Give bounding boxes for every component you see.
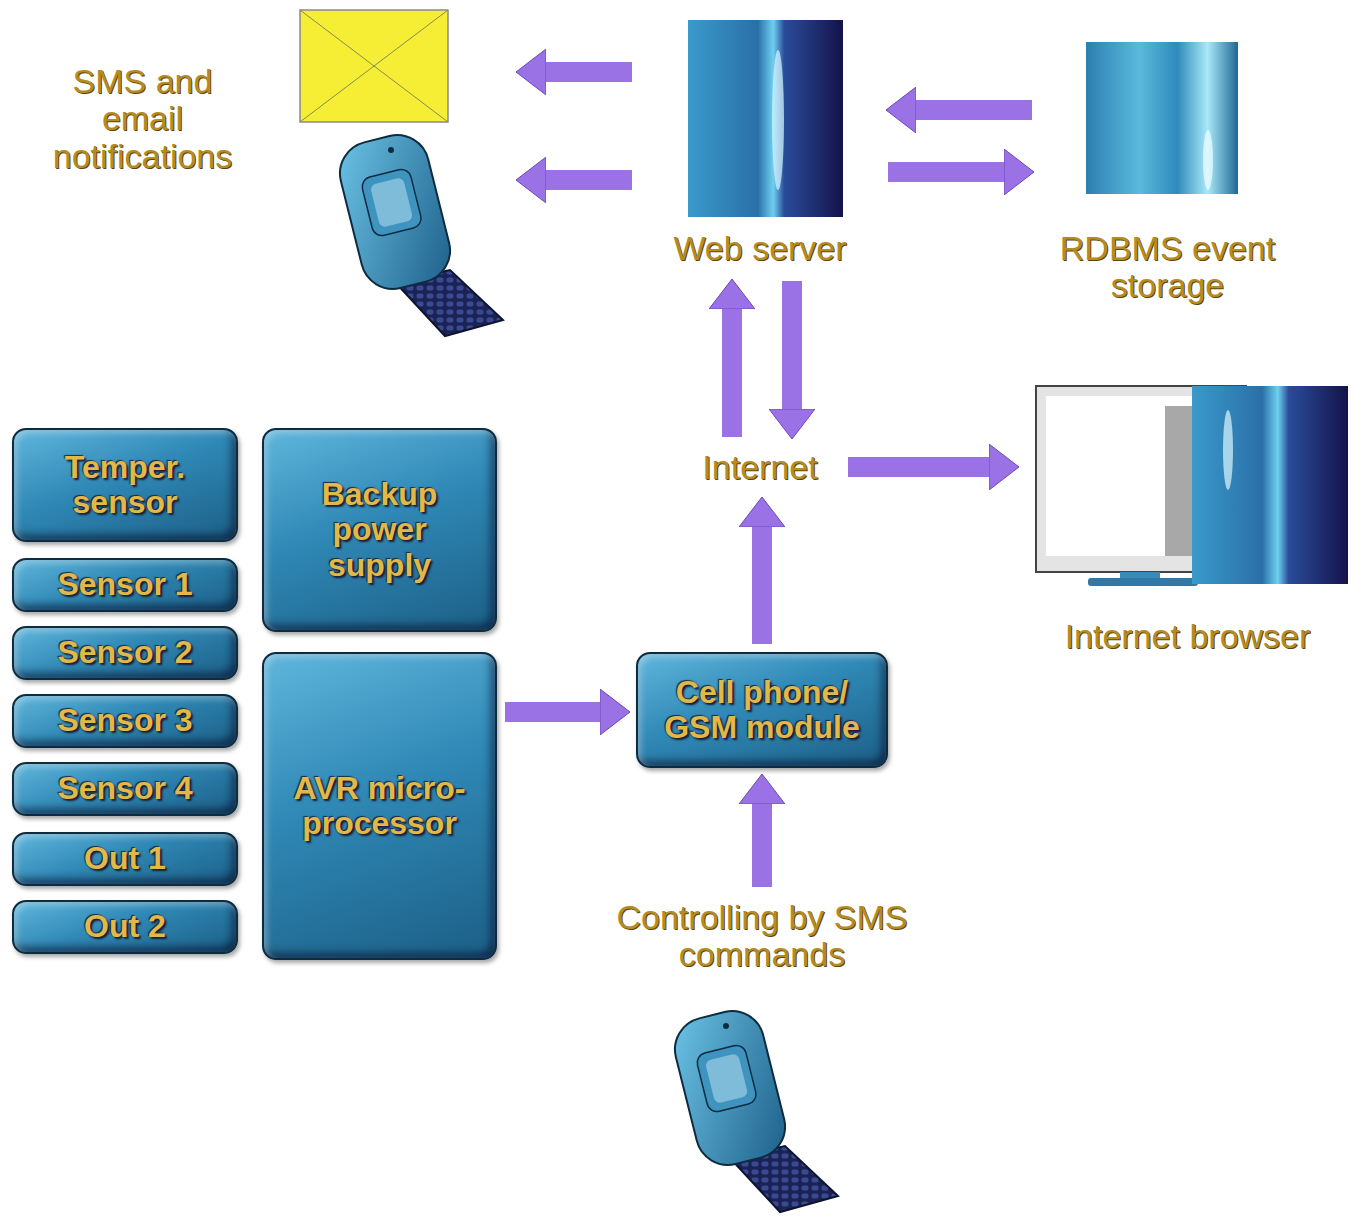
- node-caption: Controlling by SMS commands: [607, 899, 917, 974]
- box-label: Out 2: [84, 909, 166, 944]
- flow-arrow: [888, 162, 1004, 182]
- envelope-icon: [300, 10, 448, 122]
- node-caption: RDBMS event storage: [1040, 230, 1295, 305]
- node-caption: Internet: [680, 449, 840, 486]
- sensor-box: Sensor 2: [12, 626, 238, 680]
- power-box: Backup power supply: [262, 428, 497, 632]
- gsm-box: Cell phone/ GSM module: [636, 652, 888, 768]
- sensor-box: Sensor 4: [12, 762, 238, 816]
- sms-control-node: Controlling by SMS commands: [580, 895, 945, 1215]
- box-label: Cell phone/ GSM module: [662, 675, 862, 745]
- sensor-box: Temper. sensor: [12, 428, 238, 542]
- processor-box: AVR micro-processor: [262, 652, 497, 960]
- box-label: Sensor 1: [57, 567, 192, 602]
- node-caption: SMS and email notifications: [35, 63, 250, 175]
- box-label: Sensor 2: [57, 635, 192, 670]
- flow-arrow: [782, 281, 802, 409]
- flow-arrow: [505, 702, 600, 722]
- browser-node: Internet browser: [1025, 384, 1350, 669]
- box-label: Temper. sensor: [30, 450, 220, 520]
- box-label: Sensor 4: [57, 771, 192, 806]
- network-node: Internet: [680, 445, 840, 491]
- flow-arrow: [916, 100, 1032, 120]
- database-icon: [1086, 42, 1238, 194]
- phone-icon: [333, 128, 503, 336]
- flow-arrow: [848, 457, 989, 477]
- database-node: RDBMS event storage: [1040, 40, 1295, 320]
- box-label: Sensor 3: [57, 703, 192, 738]
- box-label: AVR micro-processor: [280, 771, 479, 841]
- flow-arrow: [546, 62, 632, 82]
- output-box: Out 2: [12, 900, 238, 954]
- box-label: Backup power supply: [290, 477, 469, 583]
- box-label: Out 1: [84, 841, 166, 876]
- flow-arrow: [752, 527, 772, 644]
- node-caption: Web server: [640, 230, 880, 267]
- flow-arrow: [722, 309, 742, 437]
- flow-arrow: [752, 804, 772, 887]
- notification-node: SMS and email notifications: [20, 5, 510, 340]
- flow-arrow: [546, 170, 632, 190]
- sensor-box: Sensor 3: [12, 694, 238, 748]
- computer-icon: [1036, 386, 1348, 586]
- output-box: Out 1: [12, 832, 238, 886]
- node-caption: Internet browser: [1025, 618, 1350, 655]
- sensor-box: Sensor 1: [12, 558, 238, 612]
- server-icon: [688, 20, 843, 217]
- server-node: Web server: [640, 18, 880, 273]
- phone-icon: [668, 1004, 838, 1212]
